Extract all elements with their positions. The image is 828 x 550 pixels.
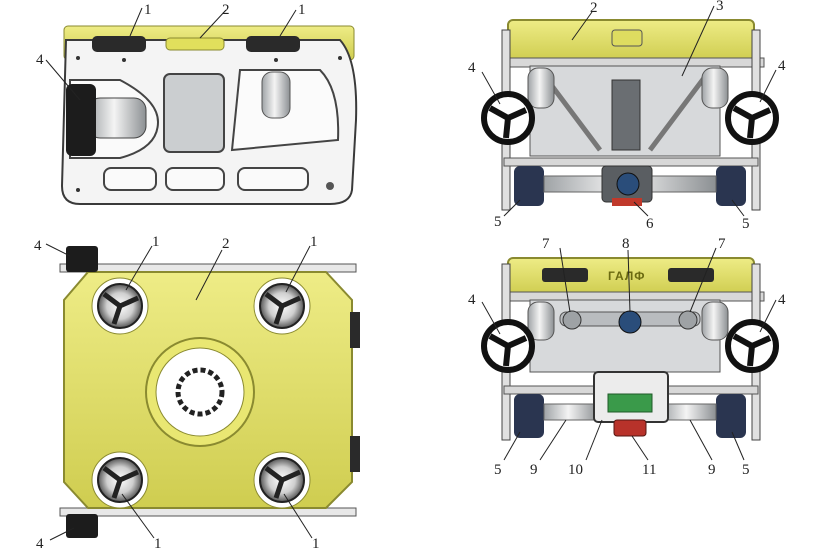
rear-label-8: 8 bbox=[622, 236, 630, 252]
rear-sensor-right bbox=[678, 310, 698, 330]
top-label-2: 2 bbox=[222, 236, 230, 252]
rear-label-11: 11 bbox=[642, 462, 656, 478]
rear-label-9b: 9 bbox=[708, 462, 716, 478]
top-view: 4 1 2 1 4 1 1 bbox=[34, 234, 360, 550]
rear-label-4b: 4 bbox=[778, 292, 786, 308]
rear-axle-right bbox=[661, 403, 717, 421]
top-thruster-tr bbox=[253, 277, 311, 335]
top-frame-rail-top bbox=[59, 263, 357, 273]
front-electronics bbox=[611, 79, 641, 151]
front-track-left bbox=[514, 166, 544, 206]
front-label-4a: 4 bbox=[468, 60, 476, 76]
rear-label-10: 10 bbox=[568, 462, 583, 478]
front-light-left bbox=[527, 67, 555, 109]
rear-red-cap bbox=[613, 419, 647, 437]
side-mid-window bbox=[163, 73, 225, 153]
front-camera bbox=[616, 172, 640, 196]
rear-pcb bbox=[607, 393, 653, 413]
front-label-5a: 5 bbox=[494, 214, 502, 230]
rear-track-left bbox=[514, 394, 544, 438]
rear-label-9a: 9 bbox=[530, 462, 538, 478]
rear-light-left bbox=[527, 301, 555, 341]
top-label-1b: 1 bbox=[310, 234, 318, 250]
front-view: 2 3 4 4 5 6 5 bbox=[468, 0, 786, 232]
top-thruster-block-bottom bbox=[66, 514, 98, 538]
top-frame-rail-bottom bbox=[59, 507, 357, 517]
side-bottom-slot-2 bbox=[165, 167, 225, 191]
side-camera-body bbox=[87, 97, 147, 139]
side-slot-right bbox=[246, 36, 300, 52]
top-thruster-tl bbox=[91, 277, 149, 335]
rear-hull-slot-right bbox=[668, 268, 714, 282]
side-bolts bbox=[76, 56, 342, 192]
front-label-5b: 5 bbox=[742, 216, 750, 232]
rear-brand-text: ГАЛФ bbox=[608, 269, 646, 283]
rear-axle-left bbox=[543, 403, 599, 421]
side-label-2: 2 bbox=[222, 2, 230, 18]
top-thruster-bl bbox=[91, 451, 149, 509]
side-view: 1 2 1 4 bbox=[36, 2, 358, 205]
rear-label-4a: 4 bbox=[468, 292, 476, 308]
top-center-hatch bbox=[175, 367, 225, 417]
front-label-3: 3 bbox=[716, 0, 724, 14]
side-label-4: 4 bbox=[36, 52, 44, 68]
rear-light-right bbox=[701, 301, 729, 341]
rear-label-5b: 5 bbox=[742, 462, 750, 478]
rear-body bbox=[529, 299, 721, 373]
side-label-1b: 1 bbox=[298, 2, 306, 18]
top-thruster-block-top bbox=[66, 246, 98, 272]
rear-hull-slot-left bbox=[542, 268, 588, 282]
rear-label-7a: 7 bbox=[542, 236, 550, 252]
top-side-tab-1 bbox=[350, 312, 360, 348]
top-thruster-br bbox=[253, 451, 311, 509]
rear-sensor-left bbox=[562, 310, 582, 330]
front-light-right bbox=[701, 67, 729, 109]
side-bottom-slot-1 bbox=[103, 167, 157, 191]
rear-label-5a: 5 bbox=[494, 462, 502, 478]
front-label-4b: 4 bbox=[778, 58, 786, 74]
side-thruster-block bbox=[66, 84, 96, 156]
side-slot-left bbox=[92, 36, 146, 52]
rear-label-7b: 7 bbox=[718, 236, 726, 252]
top-label-1c: 1 bbox=[154, 536, 162, 550]
front-track-right bbox=[716, 166, 746, 206]
front-bottom-rail bbox=[503, 157, 759, 167]
rear-view: ГАЛФ 7 8 7 4 4 5 9 bbox=[468, 236, 786, 478]
top-side-tab-2 bbox=[350, 436, 360, 472]
rear-camera bbox=[618, 310, 642, 334]
top-label-1d: 1 bbox=[312, 536, 320, 550]
side-bottom-slot-3 bbox=[237, 167, 309, 191]
front-label-2: 2 bbox=[590, 0, 598, 16]
top-label-1a: 1 bbox=[152, 234, 160, 250]
front-red-cap bbox=[612, 198, 642, 206]
side-label-1a: 1 bbox=[144, 2, 152, 18]
front-label-6: 6 bbox=[646, 216, 654, 232]
top-label-4a: 4 bbox=[34, 238, 42, 254]
side-slot-mid bbox=[165, 37, 225, 51]
rear-track-right bbox=[716, 394, 746, 438]
front-hull-handle bbox=[611, 29, 643, 47]
side-light-cyl bbox=[261, 71, 291, 119]
top-label-4b: 4 bbox=[36, 536, 44, 550]
